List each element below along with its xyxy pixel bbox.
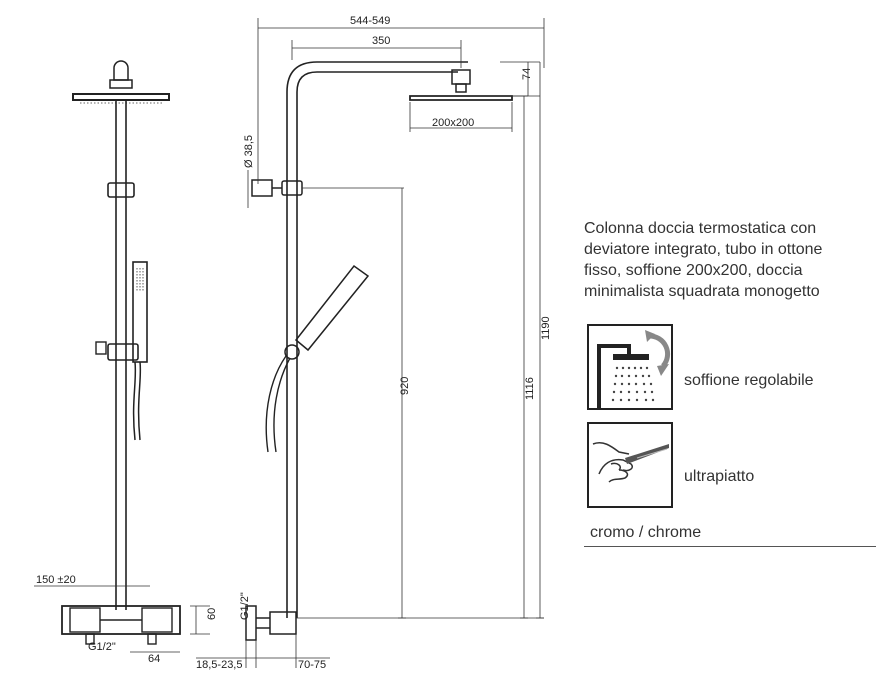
front-hose (137, 361, 142, 441)
product-description: Colonna doccia termostatica con deviator… (584, 218, 874, 302)
dim-mixer-connection: G1/2" (88, 641, 116, 653)
head-joint (109, 79, 133, 89)
description-line: minimalista squadrata monogetto (584, 283, 820, 300)
front-slider-knob (95, 341, 107, 355)
dim-mixer-height: 60 (206, 608, 218, 620)
dim-column-height: 1190 (540, 316, 552, 340)
ultra-flat-icon (587, 422, 673, 508)
dim-head-size: 200x200 (432, 117, 474, 129)
feature-label-ultraflat: ultrapiatto (684, 468, 755, 485)
side-slider (284, 344, 300, 360)
side-upper-bracket (281, 180, 303, 196)
description-line: Colonna doccia termostatica con (584, 220, 817, 237)
dim-wall-offset: 18,5-23,5 (196, 659, 242, 671)
dim-arm-length: 350 (372, 35, 390, 47)
finish-divider (584, 546, 876, 547)
dim-wall-depth: 70-75 (298, 659, 326, 671)
front-upper-bracket (107, 182, 135, 198)
description-line: fisso, soffione 200x200, doccia (584, 262, 803, 279)
side-wall-bracket (251, 179, 273, 197)
side-shower-head (409, 95, 513, 101)
dim-mixer-depth: 64 (148, 653, 160, 665)
adjustable-shower-head-icon (587, 324, 673, 410)
side-hose (273, 357, 291, 453)
ultra-flat-graphic (592, 441, 669, 483)
feature-label-adjustable: soffione regolabile (684, 372, 814, 389)
front-slider (107, 343, 139, 361)
front-view: 150 ±20 60 G1/2" 64 (34, 60, 218, 665)
dim-slider-height: 1116 (524, 377, 536, 400)
front-shower-head (72, 93, 170, 101)
side-view: 200x200 Ø 38,5 G1/2" 544-549 350 74 (196, 15, 552, 671)
finish-label: cromo / chrome (590, 524, 702, 541)
head-connector (113, 60, 129, 81)
dim-overall-width: 544-549 (350, 15, 390, 27)
side-wall-connection (269, 611, 297, 635)
front-mixer-body (61, 605, 181, 635)
adjustable-shower-head-graphic (597, 330, 671, 408)
dim-bracket-diameter: Ø 38,5 (243, 135, 255, 168)
dim-head-height: 74 (521, 68, 533, 80)
dim-inlet-offset: 150 ±20 (36, 574, 76, 586)
dim-handset-height: 920 (399, 377, 411, 395)
dim-wall-connection: G1/2" (239, 592, 251, 620)
side-hand-shower (294, 264, 370, 352)
description-line: deviatore integrato, tubo in ottone (584, 241, 823, 258)
